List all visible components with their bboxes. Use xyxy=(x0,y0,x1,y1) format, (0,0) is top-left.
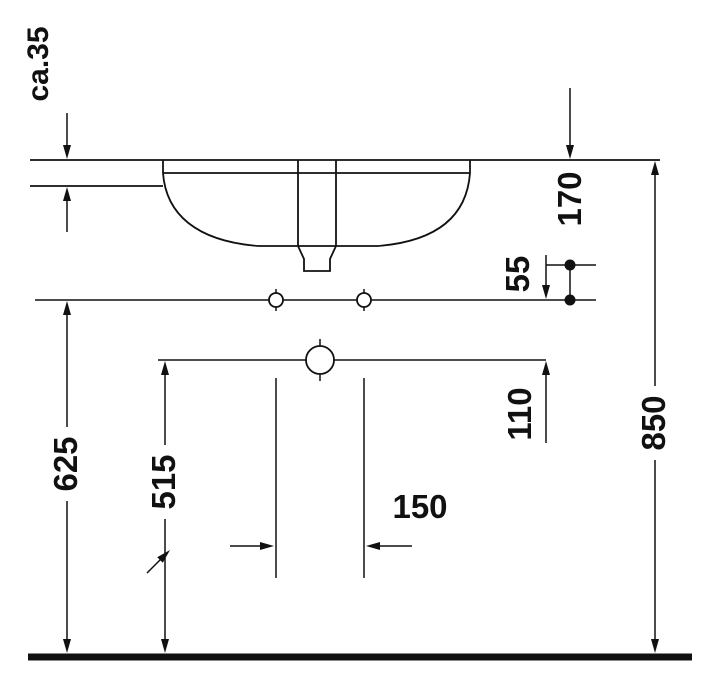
label-mask xyxy=(48,427,86,501)
dim-floor-to-rim: 850 xyxy=(635,161,674,653)
dim-floor-to-outlet: 515 xyxy=(145,361,184,653)
dim-floor-to-fixing-holes: 625 xyxy=(47,301,86,653)
bowl-curve xyxy=(162,172,471,247)
arrowhead-up xyxy=(161,361,169,375)
leader-line xyxy=(146,558,162,574)
arrowhead-up xyxy=(651,161,659,175)
arrowhead-down xyxy=(651,639,659,653)
arrowhead-left xyxy=(366,542,380,550)
fixing-hole-right xyxy=(356,292,372,308)
dim-fixing-hole-spacing: 150 xyxy=(230,488,448,550)
washbasin-outline xyxy=(162,160,471,272)
arrowhead-down xyxy=(63,639,71,653)
dim-label-ca35: ca.35 xyxy=(22,26,55,101)
dim-fixing-to-outlet: 110 xyxy=(501,255,550,443)
dim-counter-thickness: ca.35 xyxy=(22,26,71,232)
reference-lines xyxy=(30,159,660,187)
dim-label-170: 170 xyxy=(551,171,588,226)
leader-arrow xyxy=(146,550,170,574)
outlet-circle xyxy=(305,345,335,375)
arrowhead-up xyxy=(63,301,71,315)
label-mask xyxy=(146,445,184,519)
label-mask xyxy=(636,386,674,460)
chain-dot-lower xyxy=(564,294,576,306)
arrowhead-down xyxy=(161,639,169,653)
fixing-holes xyxy=(268,289,372,311)
chain-dot-upper xyxy=(564,259,576,271)
arrowhead-up xyxy=(542,361,550,375)
dim-label-110: 110 xyxy=(501,387,538,440)
dim-label-150: 150 xyxy=(392,488,447,525)
dim-label-850: 850 xyxy=(635,395,672,450)
dim-label-515: 515 xyxy=(145,454,182,509)
extension-lines xyxy=(275,378,365,578)
dim-fixing-hole-offset: 55 xyxy=(499,256,576,306)
arrowhead-right xyxy=(260,542,274,550)
drain-keel xyxy=(297,245,337,272)
dim-label-55: 55 xyxy=(499,256,536,293)
dim-label-625: 625 xyxy=(47,436,84,491)
arrowhead-down xyxy=(63,145,71,159)
arrowhead-down xyxy=(542,285,550,299)
arrowhead-up xyxy=(63,187,71,201)
outlet xyxy=(305,339,335,381)
arrowhead-up-right xyxy=(157,550,170,563)
fixing-hole-left xyxy=(268,292,284,308)
dim-rim-to-upper-fixing: 170 xyxy=(551,88,588,227)
arrowhead-down xyxy=(566,145,574,159)
